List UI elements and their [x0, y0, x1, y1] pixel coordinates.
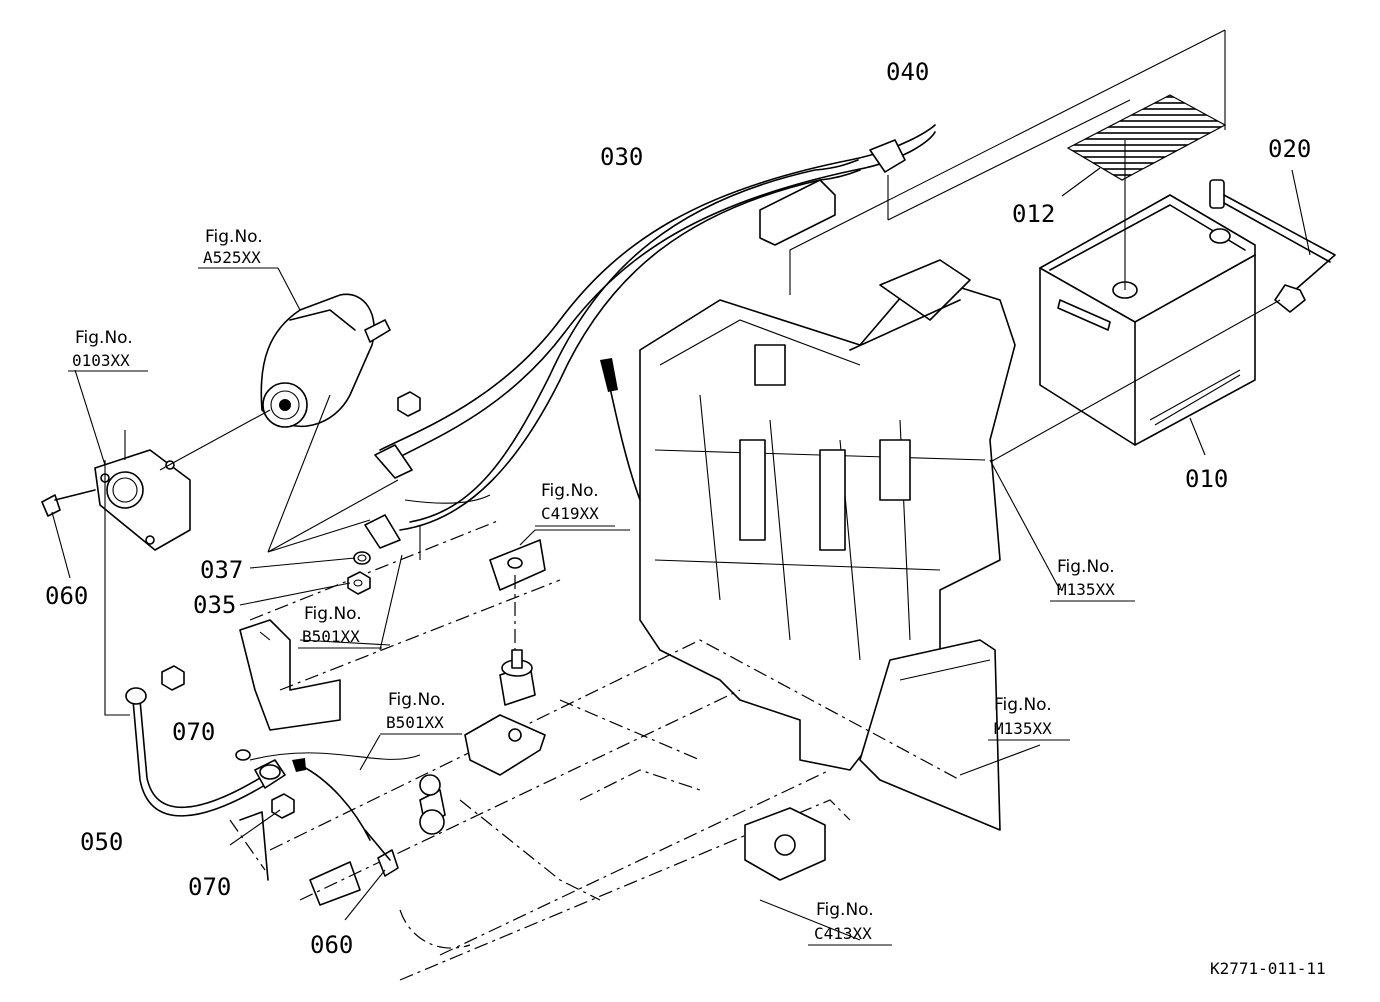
nut-037 [353, 551, 371, 565]
svg-text:Fig.No.: Fig.No. [75, 328, 133, 348]
drawing-code: K2771-011-11 [1210, 959, 1326, 978]
svg-text:Fig.No.: Fig.No. [541, 481, 599, 501]
svg-text:Fig.No.: Fig.No. [994, 695, 1052, 715]
bolt-060-lower [344, 829, 399, 921]
bracket-c419 [489, 529, 630, 650]
part-number-010: 010 [1185, 465, 1228, 493]
fig-ref-0103: Fig.No. 0103XX [68, 328, 148, 372]
part-number-050: 050 [80, 828, 123, 856]
part-number-030: 030 [600, 143, 643, 171]
part-number-020: 020 [1268, 135, 1311, 163]
part-number-037: 037 [200, 556, 243, 584]
part-number-060-lower: 060 [310, 931, 353, 959]
part-number-035: 035 [193, 591, 236, 619]
svg-text:C419XX: C419XX [541, 504, 599, 523]
nut-070-upper [161, 665, 185, 691]
part-number-012: 012 [1012, 200, 1055, 228]
svg-text:M135XX: M135XX [994, 719, 1052, 738]
battery-clamp [1223, 194, 1336, 313]
fig-ref-c413: Fig.No. C413XX [808, 900, 892, 946]
battery-cable [364, 124, 936, 560]
mounting-block [419, 774, 826, 881]
svg-text:Fig.No.: Fig.No. [816, 900, 874, 920]
svg-text:M135XX: M135XX [1057, 580, 1115, 599]
radiator-frame [639, 259, 1061, 771]
direction-arrow-ground [292, 758, 371, 841]
svg-text:Fig.No.: Fig.No. [388, 690, 446, 710]
front-frame-rail [859, 639, 1041, 831]
nut-upper [397, 391, 421, 417]
svg-text:B501XX: B501XX [302, 627, 360, 646]
fig-ref-b501-lower: Fig.No. B501XX [380, 690, 462, 735]
svg-text:B501XX: B501XX [386, 713, 444, 732]
direction-arrow-frame [600, 358, 641, 501]
svg-text:Fig.No.: Fig.No. [205, 227, 263, 247]
fig-ref-m135-upper: Fig.No. M135XX [1050, 557, 1135, 602]
svg-text:Fig.No.: Fig.No. [304, 604, 362, 624]
svg-text:A525XX: A525XX [203, 248, 261, 267]
fig-ref-a525: Fig.No. A525XX [198, 227, 301, 311]
fig-ref-b501-upper: Fig.No. B501XX [298, 604, 382, 649]
part-number-070-upper: 070 [172, 718, 215, 746]
chassis-frame [269, 639, 961, 981]
bolt-060-upper [41, 489, 96, 579]
starter-motor [260, 293, 391, 428]
fig-ref-c419: Fig.No. C419XX [535, 481, 615, 527]
battery-insulator-sheet [1066, 94, 1227, 181]
battery [1039, 140, 1256, 446]
nut-035 [347, 571, 371, 595]
nut-070-lower [271, 793, 295, 819]
bracket-b501 [239, 519, 561, 731]
fig-ref-m135-lower: Fig.No. M135XX [988, 695, 1070, 741]
part-number-040: 040 [886, 58, 929, 86]
starter-mounting-plate [74, 369, 271, 551]
rubber-mount [464, 649, 546, 776]
part-number-060-upper: 060 [45, 582, 88, 610]
svg-text:0103XX: 0103XX [72, 351, 130, 370]
svg-text:Fig.No.: Fig.No. [1057, 557, 1115, 577]
ground-cable [104, 460, 421, 817]
part-number-070-lower: 070 [188, 873, 231, 901]
svg-text:C413XX: C413XX [814, 924, 872, 943]
